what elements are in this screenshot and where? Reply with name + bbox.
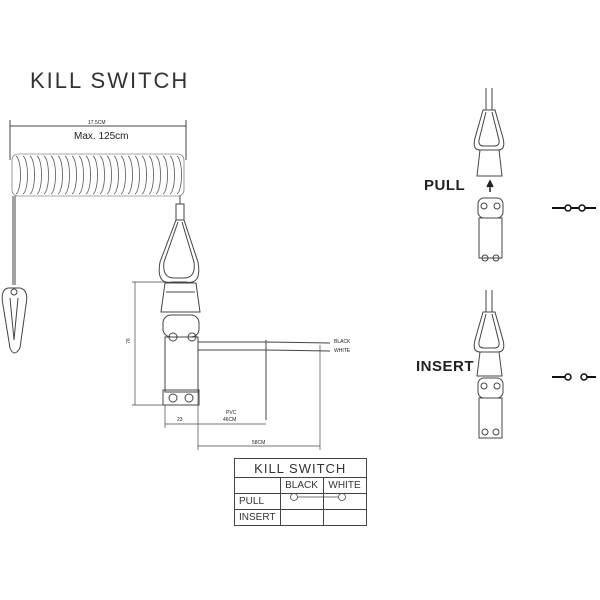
insert-state-switch [473,290,505,439]
coil-loop [22,155,28,195]
height-label: 76 [125,338,132,344]
output-wires [198,340,331,420]
table-insert-white [322,509,367,526]
coil-loop [148,155,154,195]
bottom-dimensions [164,345,321,450]
coil-loop [127,155,133,195]
pvc-label: PVC [226,410,237,416]
table-row-insert: INSERT [234,509,281,526]
coil-icon [11,153,185,197]
pull-state-switch [473,88,505,262]
table-pull-black [279,493,324,510]
closed-contact-icon [552,204,596,212]
coil-loop [29,155,35,195]
coil-loop [15,155,21,195]
coil-loop [50,155,56,195]
coil-loop [134,155,140,195]
coil-loop [106,155,112,195]
height-dimension [132,281,165,406]
table-title: KILL SWITCH [234,458,367,478]
coil-loop [71,155,77,195]
total-length-label: 58CM [252,440,266,446]
coil-dimension-line [9,120,187,160]
coil-length-label: 17.5CM [88,120,106,126]
clip-icon [1,196,28,354]
coil-loop [57,155,63,195]
table-empty-cell [234,477,281,494]
coil-loop [43,155,49,195]
diagram-title: KILL SWITCH [30,68,190,93]
coil-loop [120,155,126,195]
insert-state-label: INSERT [416,358,475,375]
pull-state-label: PULL [424,177,466,194]
coil-loop [176,155,182,195]
coil-loop [99,155,105,195]
kill-switch-table: KILL SWITCH BLACK WHITE PULL INSERT [234,458,367,526]
coil-loop [78,155,84,195]
pvc-length-label: 46CM [223,417,237,423]
max-length-label: Max. 125cm [74,131,129,142]
table-insert-black [279,509,324,526]
table-header-black: BLACK [279,477,324,494]
small-width-label: 23 [177,417,183,423]
loop-icon [158,196,200,283]
coil-loop [64,155,70,195]
black-wire-label: BLACK [334,339,351,345]
table-row-pull: PULL [234,493,281,510]
table-pull-white [322,493,367,510]
coil-loop [155,155,161,195]
up-arrow-icon [486,179,494,192]
white-wire-label: WHITE [334,348,351,354]
open-contact-icon [552,373,596,381]
coil-loop [169,155,175,195]
coil-loop [113,155,119,195]
switch-body-icon [160,282,201,406]
coil-loop [85,155,91,195]
coil-loop [162,155,168,195]
table-header-white: WHITE [322,477,367,494]
coil-loop [141,155,147,195]
coil-loop [36,155,42,195]
coil-loop [92,155,98,195]
